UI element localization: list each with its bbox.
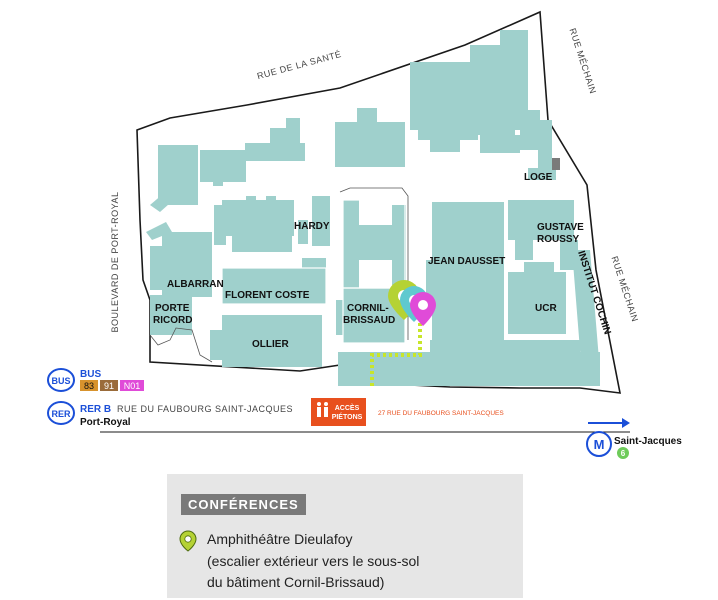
bus-line-91: 91	[104, 381, 114, 391]
bus-badge-text: BUS	[51, 376, 70, 386]
metro-badge-icon	[586, 431, 612, 457]
campus-map: RUE DE LA SANTÉ RUE MÉCHAIN RUE MÉCHAIN …	[47, 10, 682, 459]
street-faubourg-saint-jacques: RUE DU FAUBOURG SAINT-JACQUES	[117, 404, 293, 414]
label-brissaud: BRISSAUD	[343, 315, 395, 326]
conference-legend: CONFÉRENCES Amphithéâtre Dieulafoy (esca…	[167, 474, 523, 598]
bus-title: BUS	[80, 369, 101, 380]
bus-line-n01: N01	[124, 381, 141, 391]
street-rue-de-la-sante: RUE DE LA SANTÉ	[256, 49, 343, 81]
legend-item-desc-2: du bâtiment Cornil-Brissaud)	[207, 574, 385, 590]
conference-pins[interactable]	[388, 280, 436, 326]
street-boulevard-port-royal: BOULEVARD DE PORT-ROYAL	[110, 191, 120, 332]
street-rue-mechain-top: RUE MÉCHAIN	[568, 27, 599, 95]
rer-info[interactable]: RER RER B Port-Royal	[47, 401, 131, 428]
legend-item-desc-1: (escalier extérieur vers le sous-sol	[207, 553, 420, 569]
access-address: 27 RUE DU FAUBOURG SAINT-JACQUES	[378, 410, 504, 417]
access-line2: PIÉTONS	[332, 412, 363, 421]
label-florent-coste: FLORENT COSTE	[225, 290, 310, 301]
location-pin-icon[interactable]	[410, 292, 436, 326]
legend-title: CONFÉRENCES	[181, 494, 306, 515]
metro-line-number: 6	[621, 449, 626, 458]
access-line1: ACCÈS	[335, 403, 360, 412]
pedestrian-access-sign[interactable]: ACCÈS PIÉTONS	[311, 398, 366, 426]
label-roussy: ROUSSY	[537, 234, 580, 245]
label-ucr: UCR	[535, 303, 557, 314]
location-pin-icon	[179, 530, 197, 552]
label-gustave: GUSTAVE	[537, 222, 584, 233]
courtyards	[149, 187, 409, 363]
label-jean-dausset: JEAN DAUSSET	[428, 256, 505, 267]
label-hardy: HARDY	[294, 221, 330, 232]
label-cornil: CORNIL-	[347, 303, 389, 314]
legend-item-name: Amphithéâtre Dieulafoy	[207, 531, 353, 547]
metro-info[interactable]: M Saint-Jacques 6	[586, 431, 682, 459]
rer-title: RER B	[80, 404, 111, 415]
label-porte: PORTE	[155, 303, 190, 314]
bus-badge-icon	[47, 368, 75, 392]
bus-line-n01-badge	[120, 380, 144, 391]
pedestrian-icon	[317, 402, 328, 417]
bus-info[interactable]: BUS BUS 83 91 N01	[47, 368, 144, 392]
rer-station: Port-Royal	[80, 417, 131, 428]
bus-line-91-badge	[100, 380, 118, 391]
metro-line-badge	[617, 447, 629, 459]
street-rue-mechain-right: RUE MÉCHAIN	[610, 255, 641, 323]
pedestrian-path	[370, 322, 422, 386]
metro-station: Saint-Jacques	[614, 436, 682, 447]
building-outlines	[221, 199, 406, 344]
rer-badge-text: RER	[51, 409, 71, 419]
bus-line-83-badge	[80, 380, 98, 391]
loge-marker	[552, 158, 560, 170]
rer-badge-icon	[47, 401, 75, 425]
metro-badge-text: M	[594, 437, 605, 452]
label-ricord: RICORD	[153, 315, 192, 326]
bus-line-83: 83	[84, 381, 94, 391]
metro-direction-arrow	[588, 418, 630, 428]
label-albarran: ALBARRAN	[167, 279, 224, 290]
label-ollier: OLLIER	[252, 339, 289, 350]
label-loge: LOGE	[524, 172, 553, 183]
